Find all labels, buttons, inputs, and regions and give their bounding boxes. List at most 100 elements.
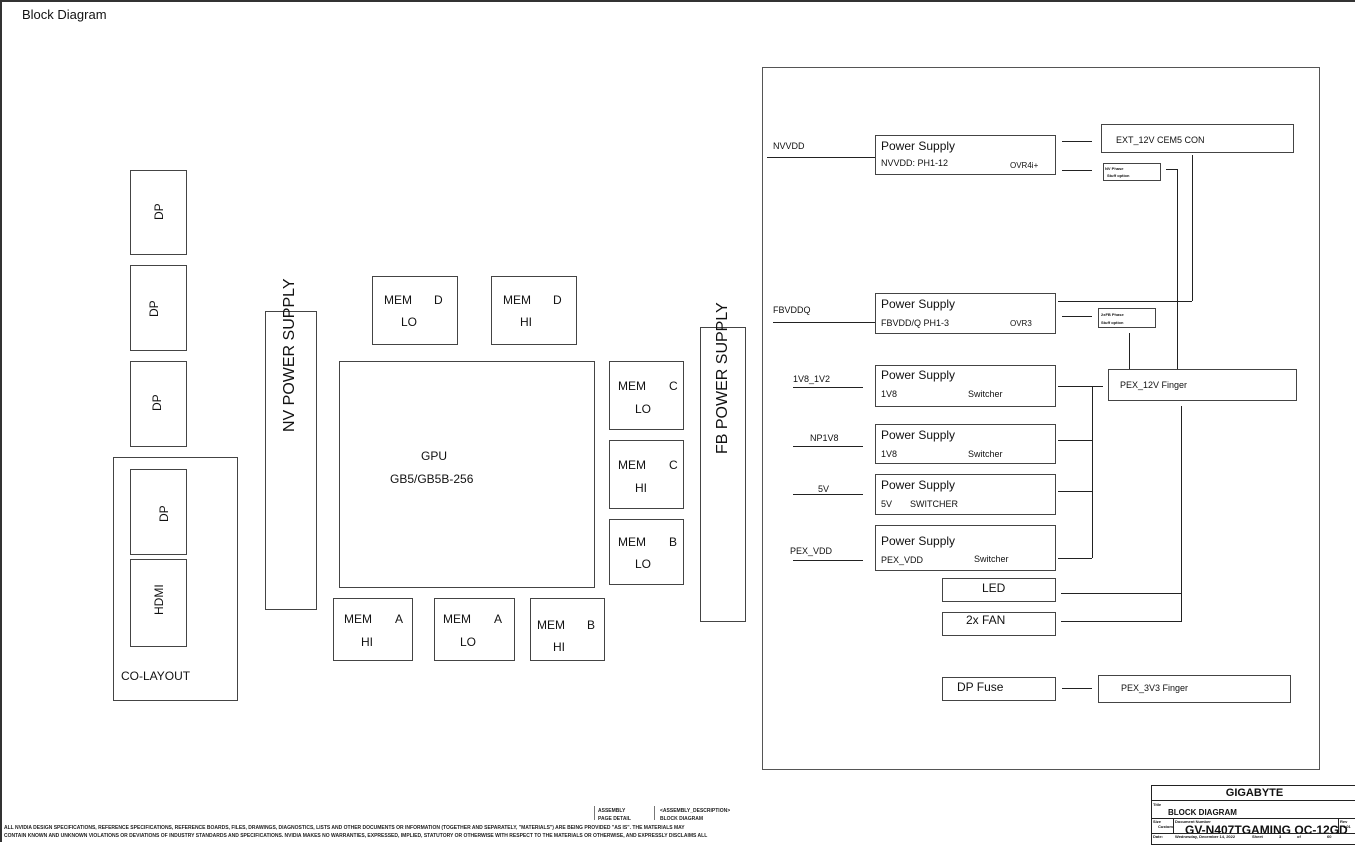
drawing-title: BLOCK DIAGRAM — [1168, 808, 1237, 817]
gpu-block[interactable]: GPU GB5/GB5B-256 — [339, 361, 595, 588]
rail-label: FBVDDQ — [773, 305, 811, 315]
dp-connector-1[interactable]: DP — [130, 170, 187, 255]
fb-phase-stuff-option[interactable]: 2xFB Phase Stuff option — [1098, 308, 1156, 328]
ext-12v-cem5-connector[interactable]: EXT_12V CEM5 CON — [1101, 124, 1294, 153]
hdmi-connector[interactable]: HDMI — [130, 559, 187, 647]
size-value: Custom — [1158, 824, 1173, 829]
power-supply-1v8-1v2[interactable]: Power Supply 1V8 Switcher — [875, 365, 1056, 407]
date-value: Wednesday, December 14, 2022 — [1175, 834, 1236, 839]
mem-channel: B — [587, 618, 596, 632]
mem-name: MEM — [537, 618, 565, 632]
rail-line — [773, 322, 875, 323]
mem-b-hi[interactable]: MEM B HI — [530, 598, 605, 661]
divider — [1173, 818, 1174, 833]
mem-d-lo[interactable]: MEM D LO — [372, 276, 458, 345]
wire — [1092, 386, 1093, 558]
supply-sub: FBVDD/Q PH1-3 — [881, 318, 950, 328]
mem-rank: HI — [361, 635, 373, 649]
supply-note: Switcher — [974, 554, 1009, 564]
supply-note: Switcher — [968, 449, 1003, 459]
mem-rank: HI — [553, 640, 565, 654]
supply-title: Power Supply — [881, 428, 956, 442]
power-supply-pex-vdd[interactable]: Power Supply PEX_VDD Switcher — [875, 525, 1056, 571]
supply-sub: 5V — [881, 499, 893, 509]
dp-connector-2[interactable]: DP — [130, 265, 187, 351]
dp-label: DP — [157, 505, 171, 522]
mem-b-lo[interactable]: MEM B LO — [609, 519, 684, 585]
mem-name: MEM — [503, 293, 531, 307]
mem-name: MEM — [443, 612, 471, 626]
power-supply-5v[interactable]: Power Supply 5V SWITCHER — [875, 474, 1056, 515]
fan-label: 2x FAN — [966, 613, 1006, 627]
nv-power-supply-label: NV POWER SUPPLY — [281, 278, 298, 432]
mem-c-lo[interactable]: MEM C LO — [609, 361, 684, 430]
rail-label: PEX_VDD — [790, 546, 833, 556]
led-block[interactable]: LED — [942, 578, 1056, 602]
power-supply-nvvdd[interactable]: Power Supply NVVDD: PH1-12 OVR4i+ — [875, 135, 1056, 175]
pex-12v-finger[interactable]: PEX_12V Finger — [1108, 369, 1297, 401]
mem-channel: D — [434, 293, 443, 307]
dp-connector-4[interactable]: DP — [130, 469, 187, 555]
divider — [594, 806, 595, 820]
supply-note: OVR4i+ — [1010, 161, 1039, 170]
mem-rank: LO — [635, 402, 652, 416]
mem-name: MEM — [344, 612, 372, 626]
dp-label: DP — [150, 394, 164, 411]
power-supply-fbvddq[interactable]: Power Supply FBVDD/Q PH1-3 OVR3 — [875, 293, 1056, 334]
colayout-group: DP HDMI CO-LAYOUT — [113, 457, 238, 701]
rail-line — [793, 446, 863, 447]
mem-a-hi[interactable]: MEM A HI — [333, 598, 413, 661]
fb-power-supply[interactable] — [700, 327, 746, 622]
page-detail-label: PAGE DETAIL — [598, 816, 631, 822]
mem-d-hi[interactable]: MEM D HI — [491, 276, 577, 345]
supply-title: Power Supply — [881, 368, 956, 382]
mem-a-lo[interactable]: MEM A LO — [434, 598, 515, 661]
mem-channel: A — [395, 612, 404, 626]
supply-note: SWITCHER — [910, 499, 958, 509]
rail-label: NP1V8 — [810, 433, 839, 443]
title-block: GIGABYTE Title BLOCK DIAGRAM Size Custom… — [1151, 785, 1355, 845]
wire — [1058, 440, 1092, 441]
mem-rank: LO — [460, 635, 477, 649]
date-label: Date: — [1153, 834, 1164, 839]
sheet-label: Sheet — [1252, 834, 1263, 839]
mem-channel: C — [669, 379, 678, 393]
hdmi-label: HDMI — [152, 584, 166, 615]
page-detail-value: BLOCK DIAGRAM — [660, 816, 704, 822]
company-name: GIGABYTE — [1225, 787, 1284, 799]
wire — [1058, 386, 1103, 387]
dp-fuse-block[interactable]: DP Fuse — [942, 677, 1056, 701]
rail-label: 1V8_1V2 — [793, 374, 831, 384]
power-supply-np1v8[interactable]: Power Supply 1V8 Switcher — [875, 424, 1056, 464]
assembly-label: ASSEMBLY — [598, 808, 626, 814]
wire — [1062, 688, 1092, 689]
wire — [1166, 169, 1177, 170]
fb-phase-label: 2xFB Phase — [1101, 312, 1124, 317]
mem-c-hi[interactable]: MEM C HI — [609, 440, 684, 509]
fb-power-supply-label: FB POWER SUPPLY — [714, 302, 731, 454]
supply-sub: NVVDD: PH1-12 — [881, 158, 949, 168]
supply-sub: 1V8 — [881, 389, 898, 399]
nv-power-supply[interactable] — [265, 311, 317, 610]
wire — [1129, 333, 1130, 369]
supply-sub: PEX_VDD — [881, 555, 924, 565]
rev-label: Rev — [1340, 819, 1348, 824]
divider — [1152, 818, 1355, 819]
mem-name: MEM — [384, 293, 412, 307]
wire — [1062, 170, 1092, 171]
nv-phase-stuff-option[interactable]: NV Phase Stuff option — [1103, 163, 1161, 181]
rail-line — [793, 494, 863, 495]
supply-note: Switcher — [968, 389, 1003, 399]
pex-3v3-finger[interactable]: PEX_3V3 Finger — [1098, 675, 1291, 703]
fb-phase-option: Stuff option — [1101, 320, 1124, 325]
supply-title: Power Supply — [881, 534, 956, 548]
mem-channel: A — [494, 612, 503, 626]
divider — [1152, 833, 1355, 834]
wire — [1177, 169, 1178, 369]
wire — [1181, 406, 1182, 622]
rev-value: 1.01 — [1343, 824, 1351, 829]
fan-block[interactable]: 2x FAN — [942, 612, 1056, 636]
dp-label: DP — [147, 300, 161, 317]
dp-connector-3[interactable]: DP — [130, 361, 187, 447]
